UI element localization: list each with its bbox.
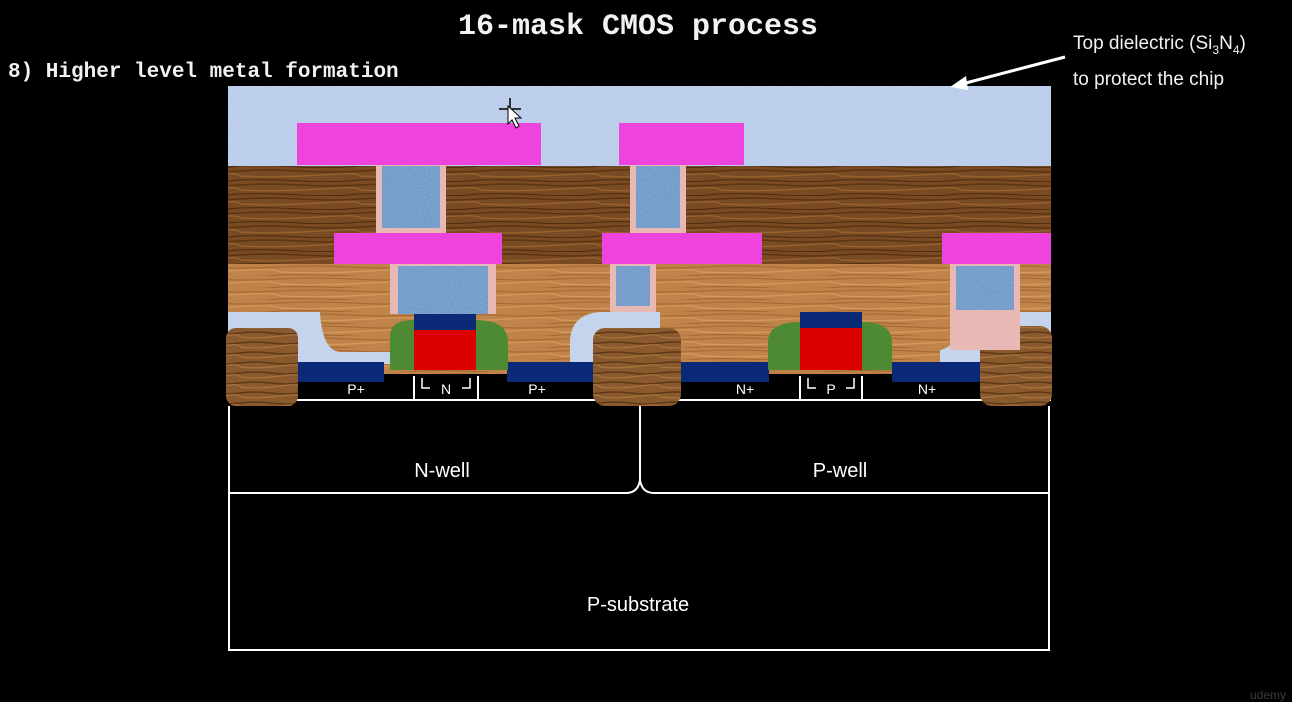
metal-2 [297, 123, 744, 165]
n-plus-label-left: N+ [736, 381, 754, 397]
step-heading: 8) Higher level metal formation [8, 61, 399, 84]
p-plus-diffusion-left [298, 362, 384, 382]
substrate-outline [228, 406, 1050, 651]
n-plus-diffusion-left [681, 362, 769, 382]
contact-vias [390, 262, 1020, 350]
p-substrate-label: P-substrate [587, 594, 689, 616]
nmos-gate-cap [800, 312, 862, 328]
page-title: 16-mask CMOS process [457, 10, 819, 44]
pmos-gate-cap [414, 314, 476, 330]
p-plus-label-left: P+ [347, 381, 365, 397]
callout-line-2: to protect the chip [1073, 68, 1225, 90]
p-well-label: P-well [813, 460, 867, 482]
p-channel-label: P [826, 381, 835, 397]
n-well-label: N-well [414, 460, 470, 482]
watermark: udemy [1249, 688, 1286, 702]
nmos-gate [768, 312, 892, 370]
nmos-poly-gate [800, 328, 862, 370]
pmos-poly-gate [414, 330, 476, 370]
p-plus-diffusion-right [507, 362, 593, 382]
callout-line-1: Top dielectric (Si3N4) [1073, 33, 1246, 57]
metal-1 [334, 233, 1051, 264]
pmos-gate [390, 314, 508, 370]
n-channel-label: N [441, 381, 451, 397]
top-dielectric-callout: Top dielectric (Si3N4) to protect the ch… [1073, 29, 1246, 95]
callout-arrow [950, 55, 1066, 90]
via-2 [376, 163, 686, 233]
n-plus-diffusion-right [892, 362, 982, 382]
move-cursor-icon [499, 98, 523, 129]
p-plus-label-right: P+ [528, 381, 546, 397]
n-plus-label-right: N+ [918, 381, 936, 397]
